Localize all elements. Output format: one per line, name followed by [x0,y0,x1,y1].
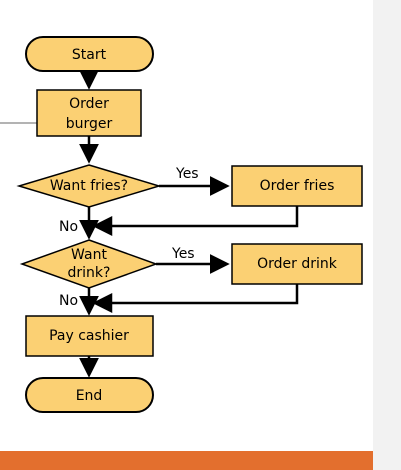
start-label: Start [72,47,107,63]
order-drink-node [231,243,363,285]
end-node [25,377,154,413]
right-side-panel [373,0,401,470]
want-drink-label-line1: Want [71,247,107,263]
drink-no-label: No [59,293,78,309]
end-label: End [76,388,103,404]
pay-cashier-node [25,315,154,357]
fries-no-label: No [59,219,78,235]
drink-yes-label: Yes [171,246,195,262]
arrow-fries-return [92,206,299,236]
order-fries-label: Order fries [260,178,335,194]
order-drink-label: Order drink [257,256,338,272]
want-fries-label: Want fries? [50,178,128,194]
order-burger-node [36,89,142,137]
flowchart-diagram: Start Order burger Want fries? Yes Order… [0,36,363,413]
order-burger-label-line2: burger [66,116,113,132]
arrow-drink-return [92,284,299,313]
want-drink-label-line2: drink? [68,265,111,281]
pay-cashier-label: Pay cashier [49,328,129,344]
order-burger-label-line1: Order [69,96,109,112]
accent-bottom-bar [0,451,373,470]
fries-yes-label: Yes [175,166,199,182]
